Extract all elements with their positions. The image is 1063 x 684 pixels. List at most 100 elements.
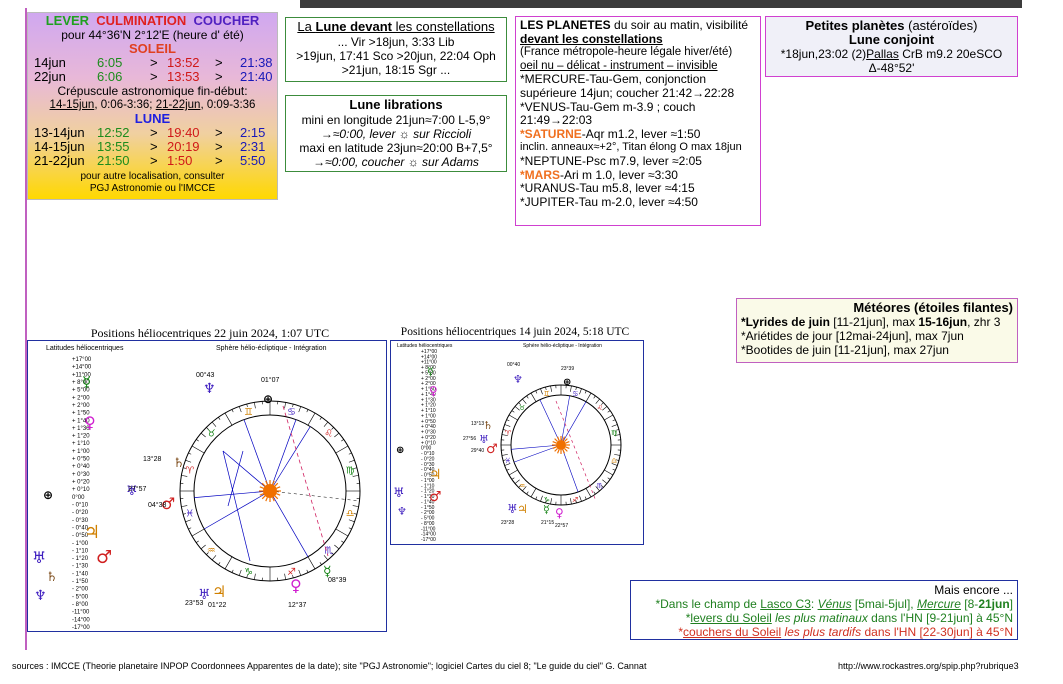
arrow-separator: > — [150, 139, 158, 154]
chart2-tick — [584, 496, 587, 500]
title-part-b: Lune devant — [315, 19, 393, 34]
chart1-sphere-label: Sphère hélio-écliptique - Intégration — [216, 345, 327, 352]
chart2-tick — [518, 485, 521, 488]
chart1-lat-tick-label: + 1°00 — [72, 449, 90, 455]
chart2-lat-tick-label: + 1°10 — [421, 408, 436, 414]
lune-rise: 21:50 — [97, 153, 130, 168]
chart1-venus-icon: ♀ — [84, 413, 96, 432]
chart2-sun-ray — [552, 446, 557, 449]
misc-3b: couchers du Soleil — [683, 625, 782, 639]
meteor-line-3: *Bootides de juin [11-21jun], max 27jun — [741, 343, 949, 357]
planets-visibility-legend: oeil nu – délicat - instrument – invisib… — [520, 59, 718, 72]
chart2-mars-icon: ♂ — [429, 489, 442, 505]
soleil-set: 21:40 — [240, 69, 273, 84]
chart1-orbit-label: 23°53 — [185, 599, 203, 607]
header-lever: LEVER — [45, 13, 90, 28]
arrow-separator: > — [215, 55, 223, 70]
chart2-jupiter-icon: ♃ — [429, 467, 442, 483]
chart2-neptune-orbit-icon: ♆ — [513, 373, 523, 386]
chart2-tick — [601, 485, 604, 488]
misc-1h: 21jun — [978, 597, 1010, 611]
chart2-tick — [504, 424, 511, 427]
chart1-neptune-icon: ♆ — [34, 588, 47, 604]
misc-1e: [5mai-5jul], — [851, 597, 917, 611]
chart1-orbit-label: 08°39 — [328, 576, 346, 584]
chart1-tick — [218, 562, 221, 565]
lune-rise: 12:52 — [97, 125, 130, 140]
asteroids-title-rest: (astéroïdes) — [904, 18, 978, 33]
chart2-tick — [508, 469, 518, 476]
ephemeris-panel: LEVER CULMINATION COUCHER pour 44°36'N 2… — [27, 12, 278, 200]
chart1-lat-tick-label: +14°00 — [72, 365, 92, 371]
chart1-tick — [182, 513, 187, 515]
chart1-orbit-label: 01°22 — [208, 601, 226, 609]
asteroid-name: Pallas — [866, 47, 899, 61]
chart2-zodiac-sign-icon: ♈ — [505, 429, 512, 437]
meteors-title: Météores (étoiles filantes) — [853, 300, 1013, 315]
chart1-zodiac-sign-icon: ♈ — [185, 466, 194, 477]
chart2-tick — [522, 486, 527, 492]
chart1-tick — [188, 452, 192, 455]
header-coucher: COUCHER — [193, 13, 260, 28]
chart1-lat-tick-label: + 5°00 — [72, 388, 90, 394]
chart1-tick — [298, 569, 302, 576]
chart1-tick — [348, 519, 355, 523]
chart2-lat-tick-label: + 0°40 — [421, 424, 436, 430]
chart1-tick — [181, 475, 188, 477]
planets-panel: LES PLANETES du soir au matin, visibilit… — [515, 16, 761, 226]
chart2-title: Positions héliocentriques 14 juin 2024, … — [400, 326, 630, 338]
libration-line-1: mini en longitude 21jun≈7:00 L-5,9° — [301, 113, 491, 127]
chart2-tick — [601, 402, 604, 405]
chart2-lat-tick-label: + 0°10 — [421, 440, 436, 446]
chart2-tick — [535, 390, 538, 394]
footer-url[interactable]: http://www.rockastres.org/spip.php?rubri… — [838, 661, 1019, 671]
chart1-uranus-icon: ♅ — [32, 548, 46, 567]
chart2-lat-tick-label: - 5°00 — [421, 516, 435, 522]
chart2-lat-tick-label: - 0°30 — [421, 462, 435, 468]
lune-culm: 19:40 — [167, 125, 200, 140]
chart1-tick — [191, 445, 205, 454]
chart2-tick — [545, 499, 547, 504]
meteor-line-1: *Lyrides de juin [11-21jun], max 15-16ju… — [741, 315, 1013, 329]
chart2-lat-tick-label: -11°00 — [421, 526, 436, 532]
chart2-lat-tick-label: - 1°00 — [421, 478, 435, 484]
chart2-tick — [593, 395, 596, 399]
chart1-zodiac-sign-icon: ♍ — [346, 466, 355, 477]
chart2-tick — [584, 390, 587, 394]
chart2-tick — [526, 395, 529, 399]
chart2-lat-tick-label: + 1°40 — [421, 392, 436, 398]
planet-mercure: *MERCURE-Tau-Gem, conjonction supérieure… — [520, 72, 735, 100]
planets-region: (France métropole-heure légale hiver/été… — [520, 46, 733, 59]
chart1-dashed-line — [282, 405, 329, 557]
chart2-tick — [526, 491, 529, 495]
chart2-tick — [614, 434, 621, 436]
chart2-tick — [530, 392, 537, 402]
meteors-panel: Météores (étoiles filantes) *Lyrides de … — [736, 298, 1018, 363]
chart1-spoke — [222, 450, 251, 562]
lune-set: 5:50 — [240, 153, 266, 168]
chart2-zodiac-sign-icon: ♊ — [544, 390, 550, 398]
chart1-tick — [254, 402, 256, 409]
chart2-mars-orbit-icon: ♂ — [486, 442, 498, 457]
chart1-tick — [185, 519, 192, 523]
note-line-2: PGJ Astronomie ou l'IMCCE — [89, 183, 216, 194]
chart1-lat-tick-label: + 0°30 — [72, 472, 90, 478]
chart1-tick — [211, 555, 217, 561]
chart1-lat-tick-label: - 8°00 — [72, 602, 89, 608]
chart1-tick — [323, 555, 329, 561]
chart1-tick — [331, 427, 334, 430]
arrow-separator: > — [215, 125, 223, 140]
constellation-line-3: >21jun, 18:15 Sgr ... — [341, 63, 451, 77]
chart2-lat-tick-label: - 1°50 — [421, 505, 435, 511]
chart2-earth-orbit-icon: ⊕ — [563, 377, 571, 388]
chart1-sun-ray — [272, 480, 275, 485]
chart1-zodiac-sign-icon: ♑ — [244, 567, 253, 578]
chart2-lat-tick-label: + 1°00 — [421, 413, 436, 419]
chart1-tick — [292, 403, 294, 408]
chart2-tick — [602, 406, 608, 411]
chart1-earth-icon: ⊕ — [43, 488, 53, 502]
chart1-tick — [307, 412, 316, 426]
arrow-separator: > — [215, 153, 223, 168]
